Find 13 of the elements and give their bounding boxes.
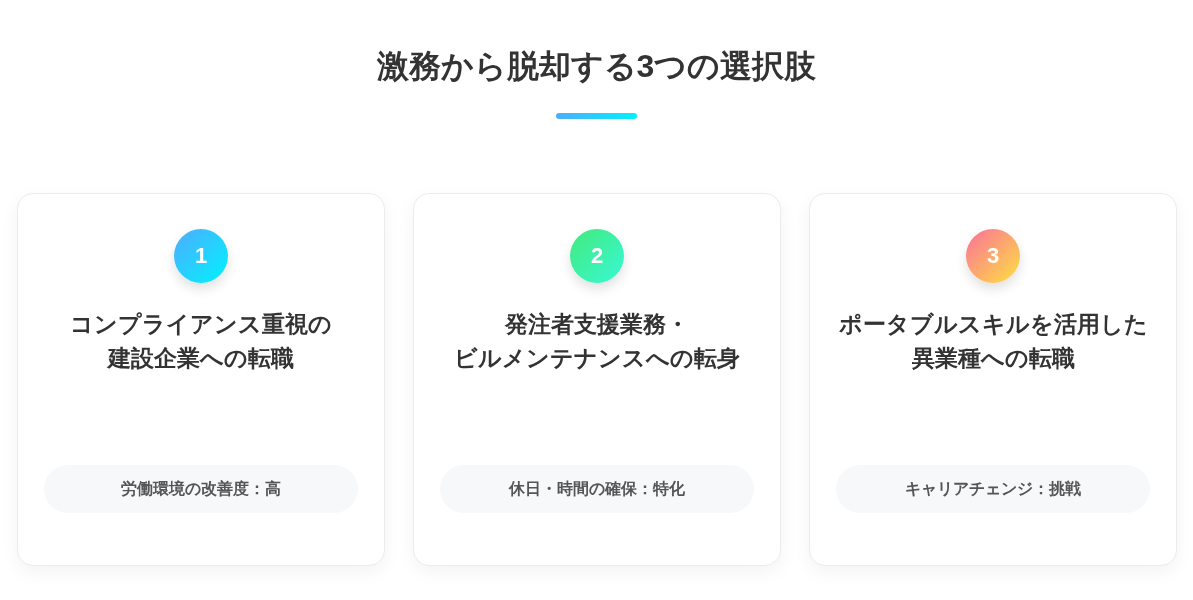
page-title: 激務から脱却する3つの選択肢 xyxy=(376,47,817,86)
number-badge: 3 xyxy=(966,229,1020,283)
option-heading: 発注者支援業務・ビルメンテナンスへの転身 xyxy=(453,310,741,373)
option-card xyxy=(17,193,385,566)
number-badge: 1 xyxy=(174,229,228,283)
rating-tag: 労働環境の改善度：高 xyxy=(44,465,358,513)
option-heading: ポータブルスキルを活用した異業種への転職 xyxy=(837,310,1149,373)
rating-tag: キャリアチェンジ：挑戦 xyxy=(836,465,1150,513)
option-card xyxy=(413,193,781,566)
option-card xyxy=(809,193,1177,566)
option-heading: コンプライアンス重視の建設企業への転職 xyxy=(69,310,333,373)
rating-tag: 休日・時間の確保：特化 xyxy=(440,465,754,513)
number-badge: 2 xyxy=(570,229,624,283)
